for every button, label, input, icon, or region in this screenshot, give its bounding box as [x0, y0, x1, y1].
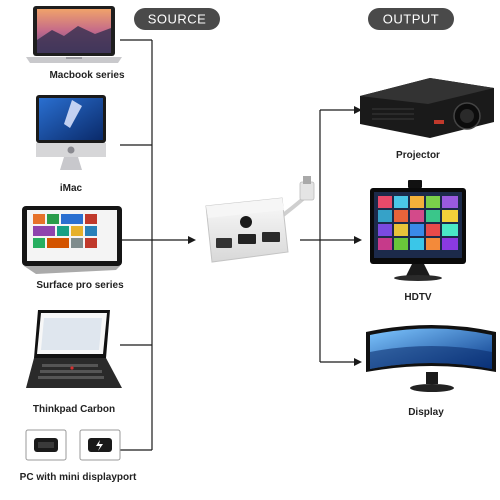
output-bus-lines	[300, 109, 356, 363]
source-label-surface: Surface pro series	[36, 280, 124, 291]
output-label-hdtv: HDTV	[404, 292, 432, 303]
curved-monitor-icon	[366, 325, 496, 392]
source-bus-lines	[120, 39, 190, 451]
projector-icon	[360, 78, 494, 138]
output-label-display: Display	[408, 407, 444, 418]
source-label-pc: PC with mini displayport	[20, 472, 137, 483]
source-label-macbook: Macbook series	[49, 70, 124, 81]
arrow-to-hdtv	[354, 236, 362, 244]
arrow-to-projector	[354, 106, 362, 114]
macbook-laptop-icon	[26, 6, 122, 63]
source-label-thinkpad: Thinkpad Carbon	[33, 404, 115, 415]
adapter-hub-icon	[205, 176, 315, 263]
imac-desktop-icon	[36, 95, 106, 170]
surface-tablet-icon	[22, 206, 122, 274]
hdtv-icon	[370, 180, 466, 281]
thinkpad-laptop-icon	[26, 310, 122, 388]
output-header-label: OUTPUT	[383, 12, 439, 27]
arrow-to-display	[354, 358, 362, 366]
source-header-label: SOURCE	[148, 12, 207, 27]
mini-displayport-icon	[25, 429, 121, 461]
source-arrow-head	[188, 236, 196, 244]
source-header: SOURCE	[134, 8, 220, 30]
source-label-imac: iMac	[60, 183, 83, 194]
output-label-projector: Projector	[396, 150, 440, 161]
output-header: OUTPUT	[368, 8, 454, 30]
